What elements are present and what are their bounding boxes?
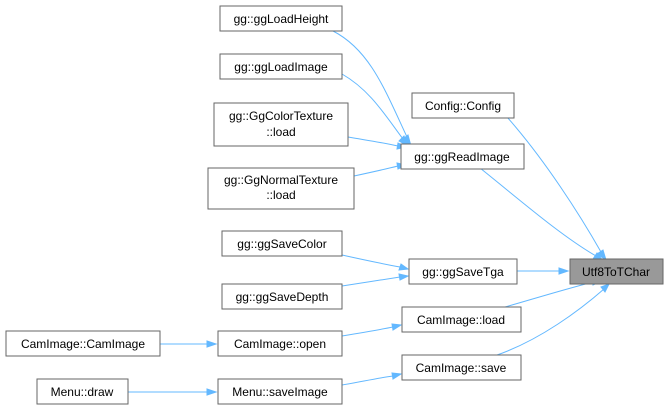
edge-normaltex-readimage — [353, 162, 408, 177]
node-label: gg::ggLoadImage — [234, 60, 328, 74]
edge-savedepth-savetga — [341, 273, 410, 287]
node-menu-saveimage[interactable]: Menu::saveImage — [217, 378, 343, 405]
edge-config-target — [506, 116, 607, 262]
node-label: gg::ggSaveTga — [422, 265, 504, 279]
node-label: gg::ggSaveColor — [237, 237, 326, 251]
node-label: gg::ggSaveDepth — [236, 290, 329, 304]
node-gg-ggloadheight[interactable]: gg::ggLoadHeight — [219, 5, 343, 32]
node-gg-ggsavedepth[interactable]: gg::ggSaveDepth — [221, 283, 343, 310]
node-label: Menu::saveImage — [232, 385, 328, 399]
edge-menudraw-saveimage — [128, 388, 218, 396]
node-gg-ggsavetga[interactable]: gg::ggSaveTga — [408, 258, 518, 285]
node-camimage-load[interactable]: CamImage::load — [401, 306, 522, 333]
edge-loadimage-readimage — [341, 73, 409, 148]
node-label: gg::ggLoadHeight — [234, 12, 329, 26]
node-label: Utf8ToTChar — [582, 265, 650, 279]
node-config-config[interactable]: Config::Config — [411, 92, 515, 119]
node-label: CamImage::load — [417, 313, 505, 327]
node-label: ::load — [266, 188, 295, 202]
node-camimage-camimage[interactable]: CamImage::CamImage — [5, 330, 161, 357]
node-gg-ggreadimage[interactable]: gg::ggReadImage — [400, 143, 525, 170]
node-label: gg::ggReadImage — [414, 150, 510, 164]
edge-camimage-camopen — [160, 340, 218, 348]
node-label: Menu::draw — [51, 385, 114, 399]
node-label: Config::Config — [425, 99, 501, 113]
edge-savetga-target — [517, 267, 570, 275]
node-label: CamImage::open — [234, 337, 326, 351]
node-menu-draw[interactable]: Menu::draw — [36, 378, 129, 405]
node-gg-ggnormaltexture-load[interactable]: gg::GgNormalTexture ::load — [207, 167, 355, 210]
node-gg-ggcolortexture-load[interactable]: gg::GgColorTexture ::load — [213, 102, 349, 147]
edge-camopen-camload — [341, 323, 403, 337]
edge-colortex-readimage — [347, 136, 408, 150]
node-utf8totchar[interactable]: Utf8ToTChar — [569, 258, 664, 285]
edge-saveimage-camsave — [341, 372, 403, 386]
edge-readimage-target — [479, 167, 605, 262]
node-label: CamImage::CamImage — [21, 337, 145, 351]
node-label: ::load — [266, 125, 295, 139]
edge-savecolor-savetga — [341, 254, 410, 271]
node-label: gg::GgNormalTexture — [224, 173, 338, 187]
node-label: gg::GgColorTexture — [229, 109, 333, 123]
node-camimage-save[interactable]: CamImage::save — [401, 354, 522, 381]
node-gg-ggsavecolor[interactable]: gg::ggSaveColor — [221, 230, 343, 257]
edge-camsave-target — [496, 283, 611, 356]
node-gg-ggloadimage[interactable]: gg::ggLoadImage — [219, 53, 343, 80]
node-label: CamImage::save — [416, 361, 507, 375]
node-camimage-open[interactable]: CamImage::open — [217, 330, 343, 357]
